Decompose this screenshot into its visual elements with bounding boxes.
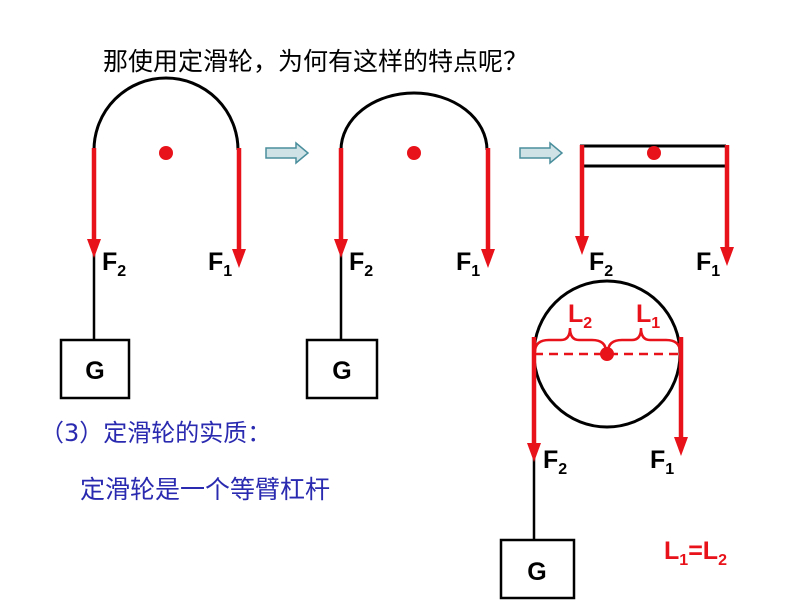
transition-arrow-1 bbox=[265, 141, 310, 165]
weight-box-3 bbox=[499, 538, 576, 600]
force-f2-label: F2 bbox=[102, 248, 126, 280]
brace-l2 bbox=[533, 327, 608, 353]
force-f2-arrowhead bbox=[575, 236, 589, 255]
title: 那使用定滑轮，为何有这样的特点呢？ bbox=[103, 47, 528, 76]
lever-l1-label: L1 bbox=[636, 300, 660, 332]
pulley-3: F2 F1 bbox=[575, 144, 734, 280]
conclusion-text: 定滑轮是一个等臂杠杆 bbox=[80, 475, 330, 504]
force-f2-label: F2 bbox=[589, 248, 613, 280]
force-f2-label: F2 bbox=[349, 248, 373, 280]
force-f1-label: F1 bbox=[456, 248, 480, 280]
weight-box-2 bbox=[305, 338, 379, 400]
pulley-2-wheel bbox=[339, 91, 489, 151]
pulley-2: F2 F1 G bbox=[305, 91, 495, 400]
weight-label-3: G bbox=[527, 558, 546, 586]
pulley-lever: L2 L1 F2 F1 G bbox=[499, 279, 688, 600]
force-f1-label: F1 bbox=[208, 248, 232, 280]
force-f2-arrowhead bbox=[334, 239, 348, 258]
pulley-2-axle bbox=[407, 146, 421, 160]
force-f1-label: F1 bbox=[650, 446, 674, 478]
force-f1-arrowhead bbox=[481, 249, 495, 268]
lever-l2-label: L2 bbox=[568, 300, 592, 332]
force-f2-label: F2 bbox=[543, 446, 567, 478]
force-f1-arrowhead bbox=[674, 437, 688, 456]
equal-arm-equation: L1=L2 bbox=[664, 537, 727, 569]
pulley-3-axle bbox=[647, 146, 661, 160]
pulley-1-axle bbox=[159, 146, 173, 160]
section-heading: （3）定滑轮的实质： bbox=[40, 419, 271, 447]
weight-box-1 bbox=[59, 338, 131, 400]
pulley-1-wheel bbox=[92, 76, 240, 151]
weight-label-1: G bbox=[85, 357, 104, 385]
force-f1-arrowhead bbox=[720, 247, 734, 266]
force-f1-arrowhead bbox=[232, 249, 246, 268]
brace-l1 bbox=[606, 327, 682, 353]
transition-arrow-2 bbox=[519, 141, 564, 165]
weight-label-2: G bbox=[332, 357, 351, 385]
pulley-4-axle bbox=[600, 347, 614, 361]
force-f2-arrowhead bbox=[87, 239, 101, 258]
force-f2-arrowhead bbox=[527, 443, 541, 462]
force-f1-label: F1 bbox=[696, 248, 720, 280]
pulley-1: F2 F1 G bbox=[59, 76, 246, 400]
